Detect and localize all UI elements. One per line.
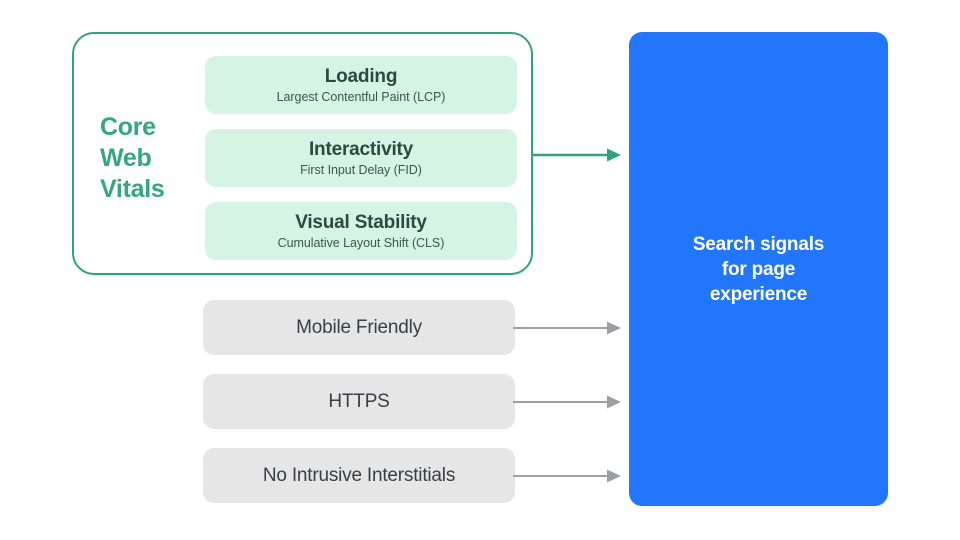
metric-title: Loading — [324, 65, 398, 87]
core-web-vitals-label-line-2: Web — [100, 144, 152, 172]
core-web-vitals-label-line-1: Core — [100, 113, 156, 141]
metric-card-loading[interactable]: Loading Largest Contentful Paint (LCP) — [205, 56, 517, 114]
signal-card-mobile-friendly[interactable]: Mobile Friendly — [203, 300, 515, 355]
arrow-no-intrusive-interstitials-to-result-icon — [513, 469, 621, 483]
core-web-vitals-label-line-3: Vitals — [100, 175, 165, 203]
search-signals-result-panel[interactable]: Search signals for page experience — [629, 32, 888, 506]
metric-title: Visual Stability — [295, 211, 427, 233]
metric-subtitle: Largest Contentful Paint (LCP) — [276, 89, 446, 104]
arrow-https-to-result-icon — [513, 395, 621, 409]
signal-title: HTTPS — [328, 390, 390, 412]
signal-card-https[interactable]: HTTPS — [203, 374, 515, 429]
core-web-vitals-group: Core Web Vitals Loading Largest Contentf… — [72, 32, 533, 275]
signal-card-no-intrusive-interstitials[interactable]: No Intrusive Interstitials — [203, 448, 515, 503]
signal-title: Mobile Friendly — [296, 316, 422, 338]
signal-title: No Intrusive Interstitials — [262, 464, 456, 486]
arrow-mobile-friendly-to-result-icon — [513, 321, 621, 335]
metric-card-interactivity[interactable]: Interactivity First Input Delay (FID) — [205, 129, 517, 187]
metric-card-visual-stability[interactable]: Visual Stability Cumulative Layout Shift… — [205, 202, 517, 260]
result-panel-title: Search signals for page experience — [692, 233, 825, 305]
metric-subtitle: Cumulative Layout Shift (CLS) — [277, 235, 445, 250]
metric-subtitle: First Input Delay (FID) — [300, 162, 422, 177]
arrow-core-web-vitals-to-result-icon — [531, 148, 621, 162]
metric-title: Interactivity — [308, 138, 414, 160]
core-web-vitals-label: Core Web Vitals — [100, 112, 204, 205]
